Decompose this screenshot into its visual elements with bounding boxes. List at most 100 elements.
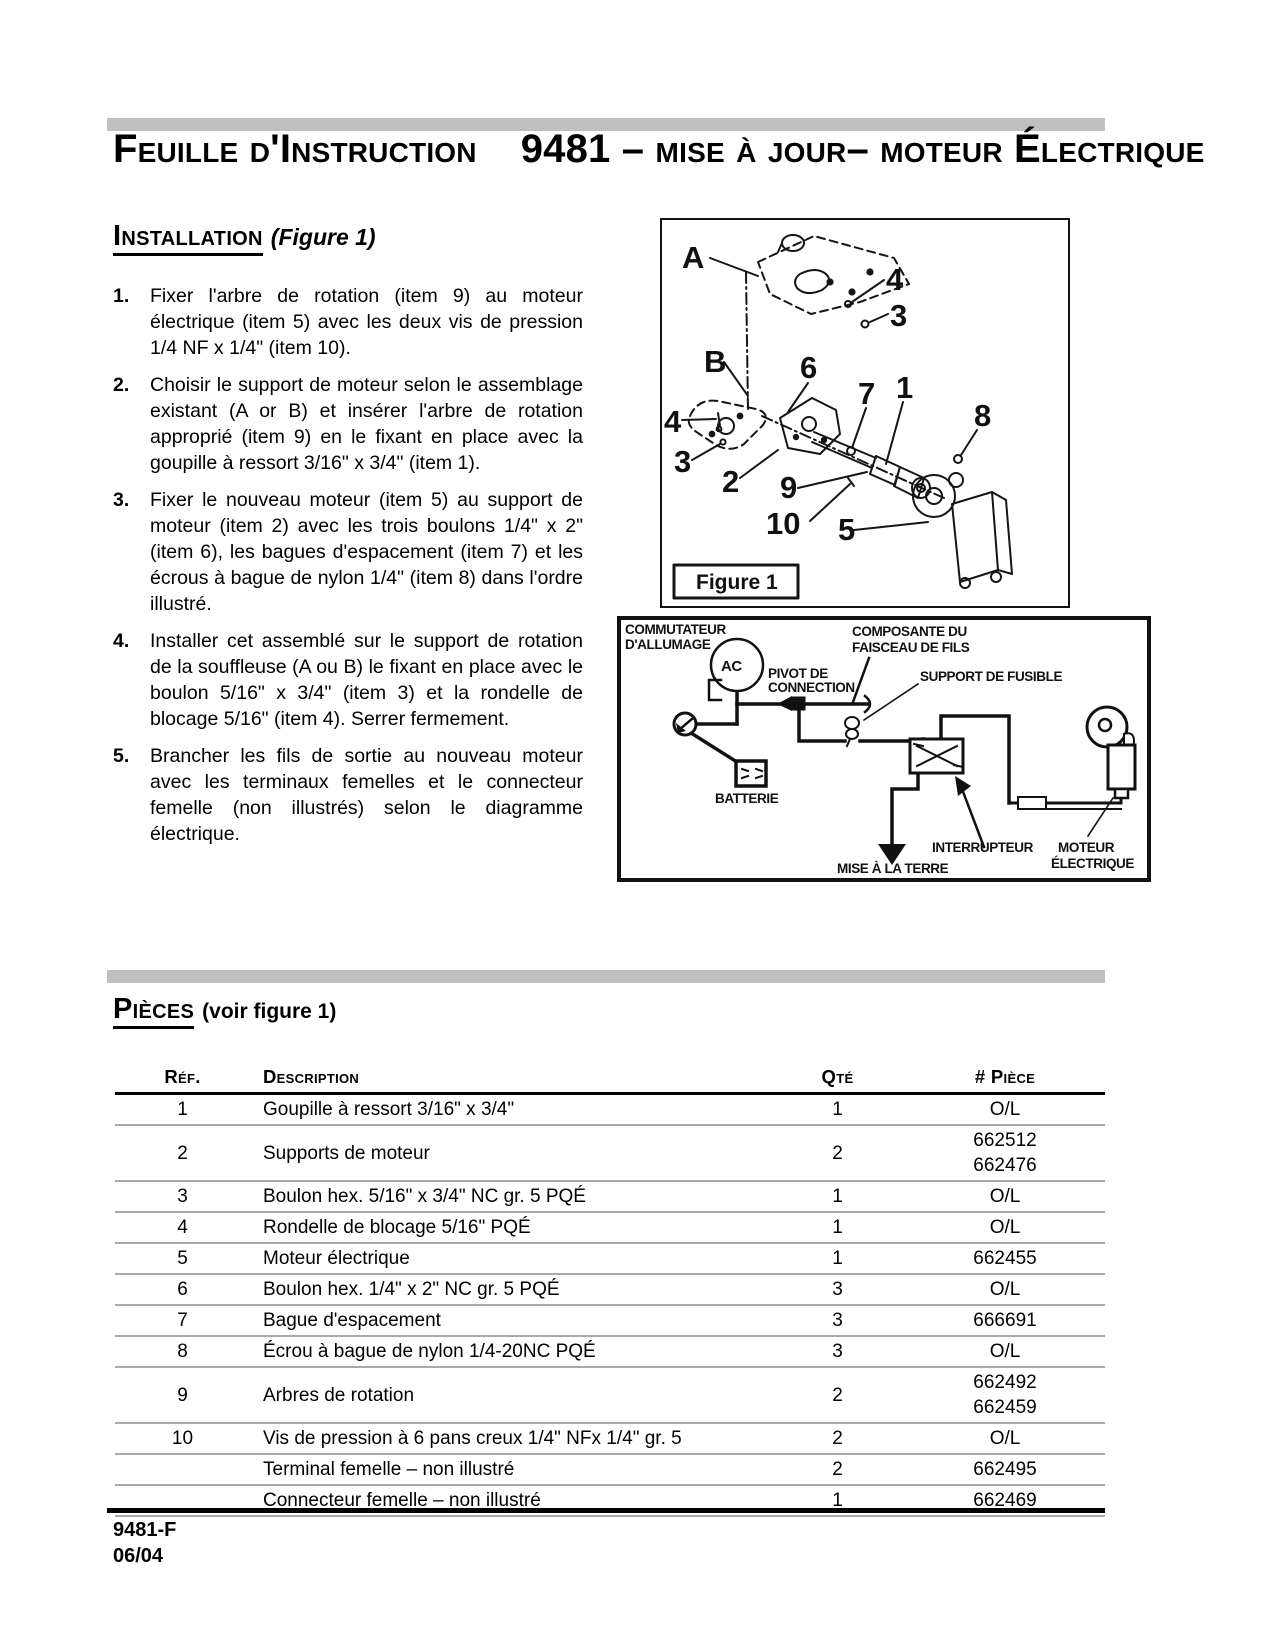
wiring-diagram: COMMUTATEUR D'ALLUMAGE AC PIVOT DE CONNE… (625, 622, 1137, 876)
figure-1-diagram: A 4 3 2 B 6 4 3 7 1 8 2 9 10 5 Figure 1 (664, 234, 1013, 600)
installation-heading-text: Installation (113, 220, 263, 256)
cell-desc: Goupille à ressort 3/16" x 3/4" (263, 1099, 515, 1120)
cell-qty: 3 (770, 1273, 905, 1305)
cell-qty: 1 (832, 1099, 843, 1120)
cell-part: O/L (905, 1211, 1105, 1243)
step-text: Brancher les fils de sortie au nouveau m… (150, 745, 583, 845)
parts-table-header: Réf. Description Qté # Pièce (115, 1066, 1105, 1095)
cell-part: O/L (989, 1099, 1021, 1120)
cell-ref: 1 (177, 1099, 188, 1120)
cell-part: O/L (905, 1273, 1105, 1305)
column-header-desc: Description (250, 1066, 770, 1095)
installation-section: Installation (Figure 1) 1. Fixer l'arbre d… (113, 220, 583, 858)
figure-callout-4: 4 (886, 262, 904, 297)
cell-part: O/L (905, 1422, 1105, 1454)
footer-date: 06/04 (113, 1545, 164, 1567)
step-text: Fixer l'arbre de rotation (item 9) au mo… (150, 285, 583, 359)
cell-ref: 9 (115, 1366, 250, 1423)
cell-ref: 6 (115, 1273, 250, 1305)
cell-desc: Boulon hex. 1/4" x 2" NC gr. 5 PQÉ (250, 1273, 770, 1305)
figure-callout-b: B (704, 344, 726, 379)
document-title-left: Feuille d'Instruction (113, 127, 477, 171)
figure-callout-8: 8 (974, 398, 991, 433)
footer-doc-number: 9481-F (113, 1519, 177, 1541)
figure-callout-3b: 3 (674, 444, 691, 479)
cell-qty: 3 (770, 1304, 905, 1336)
step-text: Installer cet assemblé sur le support de… (150, 630, 583, 730)
wiring-diagram-box: COMMUTATEUR D'ALLUMAGE AC PIVOT DE CONNE… (617, 616, 1151, 882)
cell-desc: Boulon hex. 5/16" x 3/4" NC gr. 5 PQÉ (250, 1180, 770, 1212)
parts-heading: Pièces(voir figure 1) (113, 993, 336, 1029)
installation-step: 5. Brancher les fils de sortie au nouveau… (113, 743, 583, 847)
label-ignition-line1: COMMUTATEUR (625, 622, 726, 637)
cell-ref: 10 (115, 1422, 250, 1454)
installation-step: 1. Fixer l'arbre de rotation (item 9) au … (113, 283, 583, 361)
cell-part: 666691 (905, 1304, 1105, 1336)
label-battery: BATTERIE (715, 791, 779, 806)
figure-callout-5: 5 (838, 512, 855, 547)
installation-step: 3.Fixer le nouveau moteur (item 5) au su… (113, 487, 583, 617)
cell-desc: Moteur électrique (250, 1242, 770, 1274)
label-ground: MISE À LA TERRE (837, 861, 949, 876)
parts-table: Réf. Description Qté # Pièce 1 Goupille à… (115, 1066, 1105, 1517)
label-harness-line1: COMPOSANTE DU (852, 624, 967, 639)
cell-qty: 1 (770, 1242, 905, 1274)
label-motor-line1: MOTEUR (1058, 840, 1115, 855)
document-title: Feuille d'Instruction 9481 – mise à jour… (113, 127, 1204, 171)
cell-qty: 3 (770, 1335, 905, 1367)
figure-1-box: A 4 3 2 B 6 4 3 7 1 8 2 9 10 5 Figure 1 (660, 218, 1070, 608)
cell-ref: 7 (115, 1304, 250, 1336)
installation-step: 4. Installer cet assemblé sur le support … (113, 628, 583, 732)
label-fuse-holder: SUPPORT DE FUSIBLE (920, 669, 1062, 684)
cell-qty: 2 (770, 1453, 905, 1485)
installation-step: 2.Choisir le support de moteur selon le … (113, 372, 583, 476)
cell-ref: 8 (115, 1335, 250, 1367)
cell-desc: Supports de moteur (250, 1124, 770, 1181)
cell-part: O/L (905, 1335, 1105, 1367)
footer-rule (107, 1508, 1105, 1513)
step-number: 4. (113, 630, 130, 652)
label-pivot-line2: CONNECTION (768, 680, 855, 695)
step-number: 3. (113, 489, 130, 511)
footer: 9481-F 06/04 (113, 1517, 176, 1569)
cell-desc: Vis de pression à 6 pans creux 1/4" NFx … (250, 1422, 770, 1454)
label-ignition-line2: D'ALLUMAGE (625, 637, 711, 652)
label-pivot-line1: PIVOT DE (768, 666, 828, 681)
figure-callout-3: 3 (890, 298, 907, 333)
figure-callout-9: 9 (780, 470, 797, 505)
step-number: 1. (113, 285, 130, 307)
figure-callout-6: 6 (800, 350, 817, 385)
label-motor-line2: ÉLECTRIQUE (1051, 856, 1134, 871)
label-harness-line2: FAISCEAU DE FILS (852, 640, 970, 655)
column-header-ref: Réf. (115, 1066, 250, 1095)
table-row: 1 Goupille à ressort 3/16" x 3/4" 1 O/L (115, 1094, 1105, 1126)
cell-qty: 1 (770, 1211, 905, 1243)
cell-desc: Bague d'espacement (250, 1304, 770, 1336)
document-title-right: 9481 – mise à jour– moteur Électrique (520, 127, 1205, 171)
figure-caption: Figure 1 (696, 571, 778, 594)
cell-part: 662455 (905, 1242, 1105, 1274)
figure-callout-2: 2 (722, 464, 739, 499)
cell-ref: 2 (115, 1124, 250, 1181)
cell-qty: 2 (770, 1124, 905, 1181)
column-header-part: # Pièce (905, 1066, 1105, 1095)
cell-qty: 2 (770, 1422, 905, 1454)
label-switch: INTERRUPTEUR (932, 840, 1034, 855)
cell-part: 662492 662459 (905, 1366, 1105, 1423)
installation-heading-suffix: (Figure 1) (270, 224, 376, 250)
section-divider-bar (107, 970, 1105, 983)
step-number: 5. (113, 745, 130, 767)
cell-desc: Écrou à bague de nylon 1/4-20NC PQÉ (250, 1335, 770, 1367)
figure-callout-10: 10 (766, 506, 800, 541)
